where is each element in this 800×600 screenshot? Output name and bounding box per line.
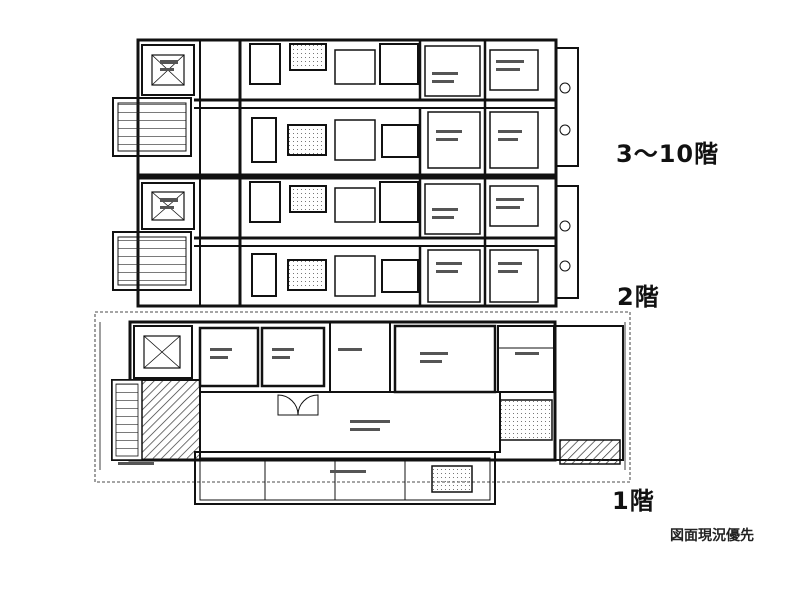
drawing-note: 図面現況優先: [670, 528, 754, 544]
plan-floor-1: [94, 311, 631, 505]
scan-noise-text: [118, 60, 539, 473]
floor-label-3-10: 3〜10階: [616, 140, 720, 168]
floor-label-2: 2階: [617, 283, 660, 311]
floor-label-1: 1階: [612, 487, 655, 515]
plan-floor-2: [112, 176, 579, 308]
